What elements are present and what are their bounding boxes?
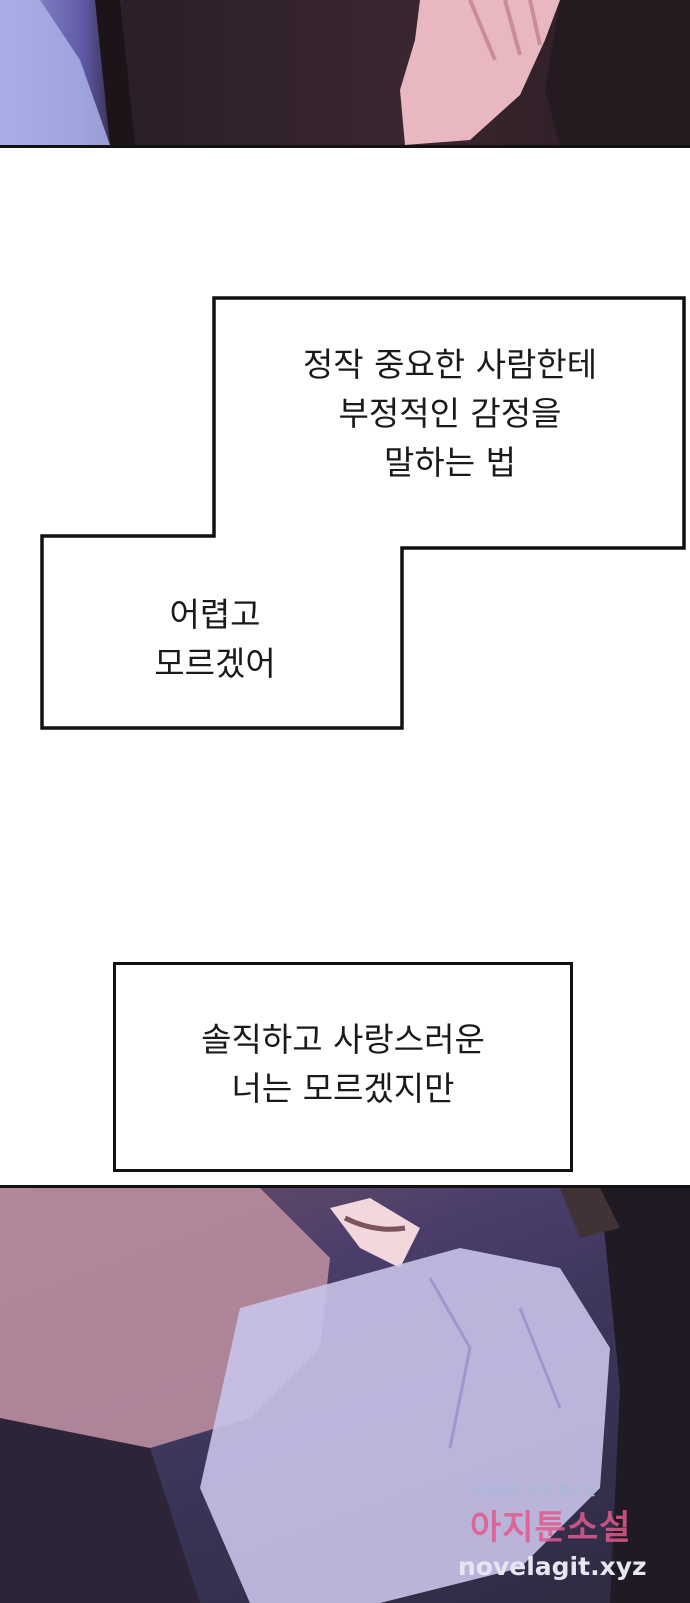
top-art-panel xyxy=(0,0,690,148)
bubble2-line-2: 모르겠어 xyxy=(154,644,276,683)
speech-bubble-2: 어렵고 모르겠어 xyxy=(100,590,330,688)
bubble3-line-1: 솔직하고 사랑스러운 xyxy=(201,1020,485,1059)
stepped-speech-bubble xyxy=(40,296,686,730)
bubble3-line-2: 너는 모르겠지만 xyxy=(231,1069,455,1108)
speech-bubble-3: 솔직하고 사랑스러운 너는 모르겠지만 xyxy=(113,1015,573,1113)
bottom-art-panel xyxy=(0,1185,690,1603)
bubble1-line-3: 말하는 법 xyxy=(384,443,516,482)
speech-bubble-1: 정작 중요한 사람한테 부정적인 감정을 말하는 법 xyxy=(240,340,660,487)
watermark-logo: 아지툰소설 xyxy=(470,1508,632,1548)
bottom-panel-illustration xyxy=(0,1188,690,1603)
bubble2-line-1: 어렵고 xyxy=(169,595,261,634)
top-panel-illustration xyxy=(0,0,690,145)
watermark-tagline: 국내최초 무료 웹소설 xyxy=(470,1483,596,1499)
bubble1-line-1: 정작 중요한 사람한테 xyxy=(302,345,598,384)
speech-bubble-3-box xyxy=(113,962,573,1172)
bubble1-line-2: 부정적인 감정을 xyxy=(338,394,562,433)
watermark-url: novelagit.xyz xyxy=(458,1552,647,1581)
